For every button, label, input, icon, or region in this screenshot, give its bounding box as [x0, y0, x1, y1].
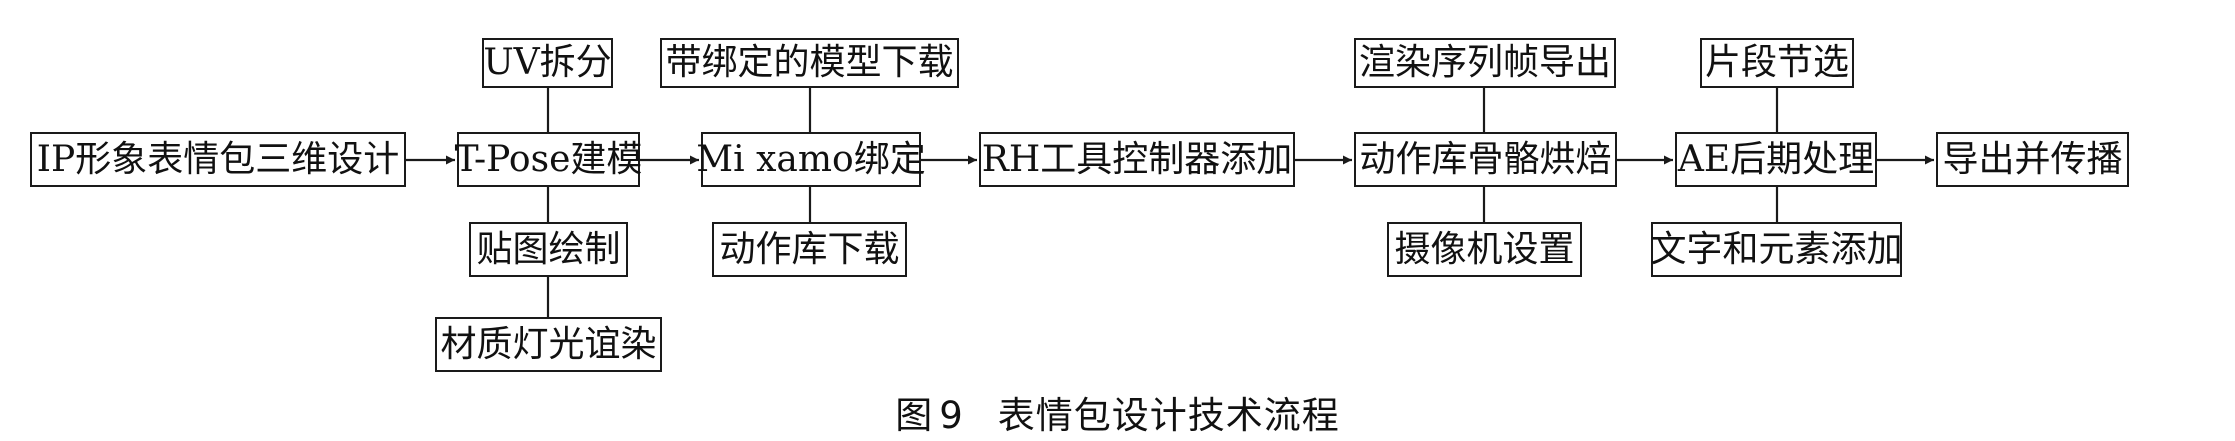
node-render-export-label: 渲染序列帧导出	[1358, 42, 1611, 83]
node-clip-select: 片段节选	[1700, 38, 1854, 88]
node-clip-label: 片段节选	[1704, 42, 1849, 83]
node-camera-setup: 摄像机设置	[1387, 222, 1582, 277]
node-anim-library-download: 动作库下载	[712, 222, 907, 277]
node-render-frames-export: 渲染序列帧导出	[1354, 38, 1616, 88]
node-material-label: 材质灯光谊染	[440, 323, 657, 365]
node-ip-design: IP形象表情包三维设计	[30, 132, 406, 187]
node-ip-design-label: IP形象表情包三维设计	[36, 138, 400, 180]
node-tpose-modeling: T-Pose建模	[454, 132, 643, 187]
node-tpose-label: T-Pose建模	[454, 138, 643, 180]
node-text-elements-label: 文字和元素添加	[1650, 228, 1903, 270]
node-rigged-model-download: 带绑定的模型下载	[660, 38, 959, 88]
node-rigged-download-label: 带绑定的模型下载	[665, 42, 954, 83]
node-texture-label: 贴图绘制	[476, 228, 621, 270]
node-export-label: 导出并传播	[1942, 138, 2123, 180]
node-ae-post: AE后期处理	[1675, 132, 1877, 187]
node-rh-label: RH工具控制器添加	[981, 138, 1293, 180]
node-material-light: 材质灯光谊染	[435, 317, 662, 372]
node-texture-paint: 贴图绘制	[469, 222, 628, 277]
node-anim-download-label: 动作库下载	[719, 228, 900, 270]
node-bone-bake: 动作库骨骼烘焙	[1354, 132, 1617, 187]
node-ae-label: AE后期处理	[1677, 138, 1875, 180]
node-bake-label: 动作库骨骼烘焙	[1359, 138, 1612, 180]
node-text-elements: 文字和元素添加	[1650, 222, 1903, 277]
node-mixamo-rigging: Mi xamo绑定	[696, 132, 926, 187]
node-uv-label: UV拆分	[483, 42, 612, 83]
node-camera-label: 摄像机设置	[1394, 228, 1575, 270]
node-uv-unwrap: UV拆分	[482, 38, 613, 88]
node-export: 导出并传播	[1936, 132, 2129, 187]
node-mixamo-label: Mi xamo绑定	[696, 138, 926, 180]
caption-label: 图	[895, 394, 934, 437]
node-rh-controller: RH工具控制器添加	[979, 132, 1295, 187]
caption-number: 9	[939, 394, 964, 437]
caption-title: 表情包设计技术流程	[997, 394, 1340, 437]
